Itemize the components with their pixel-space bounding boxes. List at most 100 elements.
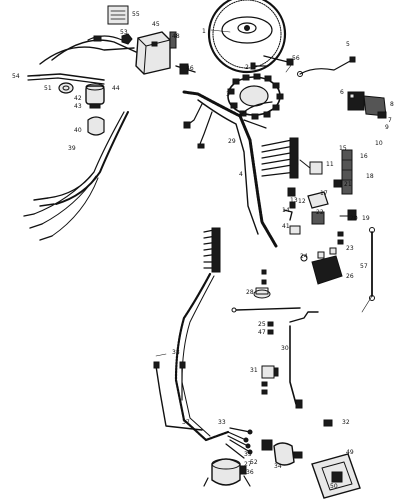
- callout-7: 7: [388, 117, 392, 124]
- callout-33: 33: [218, 419, 226, 426]
- flywheel: [207, 0, 287, 74]
- connector-bundle-33: [225, 427, 253, 459]
- callout-55: 55: [132, 11, 140, 18]
- callout-32: 32: [342, 419, 350, 426]
- wire-bundle-lower: [203, 227, 221, 273]
- callout-23: 23: [346, 245, 354, 252]
- callout-35: 35: [244, 451, 252, 458]
- switch-31: [261, 365, 279, 379]
- callout-15: 15: [339, 145, 347, 152]
- callout-3: 3: [226, 91, 230, 98]
- relay-17: [307, 179, 342, 209]
- callout-44: 44: [112, 85, 120, 92]
- callout-38: 38: [172, 349, 180, 356]
- callout-45: 45: [152, 21, 160, 28]
- callout-10: 10: [375, 140, 383, 147]
- screw-25-47: [267, 321, 274, 335]
- grommet-51: [58, 82, 74, 94]
- callout-20: 20: [350, 215, 358, 222]
- mount-panel-49: [311, 453, 361, 499]
- nuts-18-19: [337, 231, 344, 245]
- callout-17: 17: [320, 190, 328, 197]
- block-22: [311, 211, 325, 225]
- callout-18: 18: [366, 173, 374, 180]
- callout-25: 25: [258, 321, 266, 328]
- callout-16: 16: [360, 153, 368, 160]
- callout-39: 39: [68, 145, 76, 152]
- callout-2: 2: [245, 64, 249, 71]
- callout-57: 57: [360, 263, 368, 270]
- bolt-56: [263, 55, 294, 66]
- leads-upper-left: [27, 35, 137, 85]
- sensor-11: [299, 159, 323, 175]
- callout-37: 37: [182, 419, 190, 426]
- callout-5: 5: [346, 41, 350, 48]
- warning-horn: [203, 458, 251, 487]
- rectifier-6: [347, 91, 365, 111]
- callout-11: 11: [326, 161, 334, 168]
- clamp-40: [87, 116, 105, 136]
- callout-52: 52: [250, 459, 258, 466]
- callout-8: 8: [390, 101, 394, 108]
- key-switch-34: [261, 439, 303, 466]
- callout-29: 29: [228, 138, 236, 145]
- callout-30: 30: [281, 345, 289, 352]
- callout-36: 36: [246, 469, 254, 476]
- callout-6: 6: [340, 89, 344, 96]
- callout-49: 49: [346, 449, 354, 456]
- callout-labels: 1 2 3 4 5 6 7 8 9 10 11 12 13 14 15 16 1…: [12, 11, 394, 490]
- callout-4: 4: [239, 171, 243, 178]
- coil-44: [85, 83, 105, 109]
- washer-24: [300, 254, 308, 262]
- bracket-48: [169, 31, 177, 49]
- clip-41: [289, 225, 301, 235]
- decal-55: [107, 5, 129, 25]
- callout-12: 12: [298, 198, 306, 205]
- leader-lines: [27, 29, 373, 357]
- callout-46: 46: [186, 65, 194, 72]
- screw-2: [250, 62, 269, 70]
- callout-13: 13: [290, 197, 298, 204]
- callout-47: 47: [258, 329, 266, 336]
- callout-31: 31: [250, 367, 258, 374]
- callout-56: 56: [292, 55, 300, 62]
- callout-48: 48: [172, 33, 180, 40]
- clip-12-13: [287, 187, 296, 209]
- fastener-6-7: [261, 269, 267, 285]
- switch-box: [135, 31, 171, 75]
- callout-51: 51: [44, 85, 52, 92]
- regulator-8: [363, 95, 387, 119]
- callout-41: 41: [282, 223, 290, 230]
- battery-cable-57: [369, 227, 375, 301]
- callout-26: 26: [346, 273, 354, 280]
- callout-19: 19: [362, 215, 370, 222]
- harness-left: [23, 111, 129, 241]
- solenoid-26: [311, 247, 343, 285]
- callout-14: 14: [282, 207, 290, 214]
- callout-53: 53: [120, 29, 128, 36]
- lead-30: [289, 311, 319, 409]
- callout-34: 34: [274, 463, 282, 470]
- callout-50: 50: [330, 483, 338, 490]
- callout-1: 1: [202, 28, 206, 35]
- callout-24: 24: [300, 253, 308, 260]
- callout-9: 9: [385, 124, 389, 131]
- cap-28: [253, 287, 271, 299]
- harness-38: [174, 272, 230, 442]
- ground-cable-5: [297, 56, 356, 77]
- cable-29: [231, 307, 301, 313]
- terminal-block-15: [341, 149, 353, 195]
- fuse-holder-20: [339, 209, 357, 221]
- callout-43: 43: [74, 103, 82, 110]
- coil-46: [175, 63, 196, 75]
- stator: [227, 73, 284, 120]
- lead-37: [153, 361, 203, 431]
- main-harness: [182, 90, 278, 248]
- nut-53: [121, 33, 133, 45]
- callout-54: 54: [12, 73, 20, 80]
- callout-28: 28: [246, 289, 254, 296]
- bracket-14: [283, 209, 293, 221]
- callout-22: 22: [316, 209, 324, 216]
